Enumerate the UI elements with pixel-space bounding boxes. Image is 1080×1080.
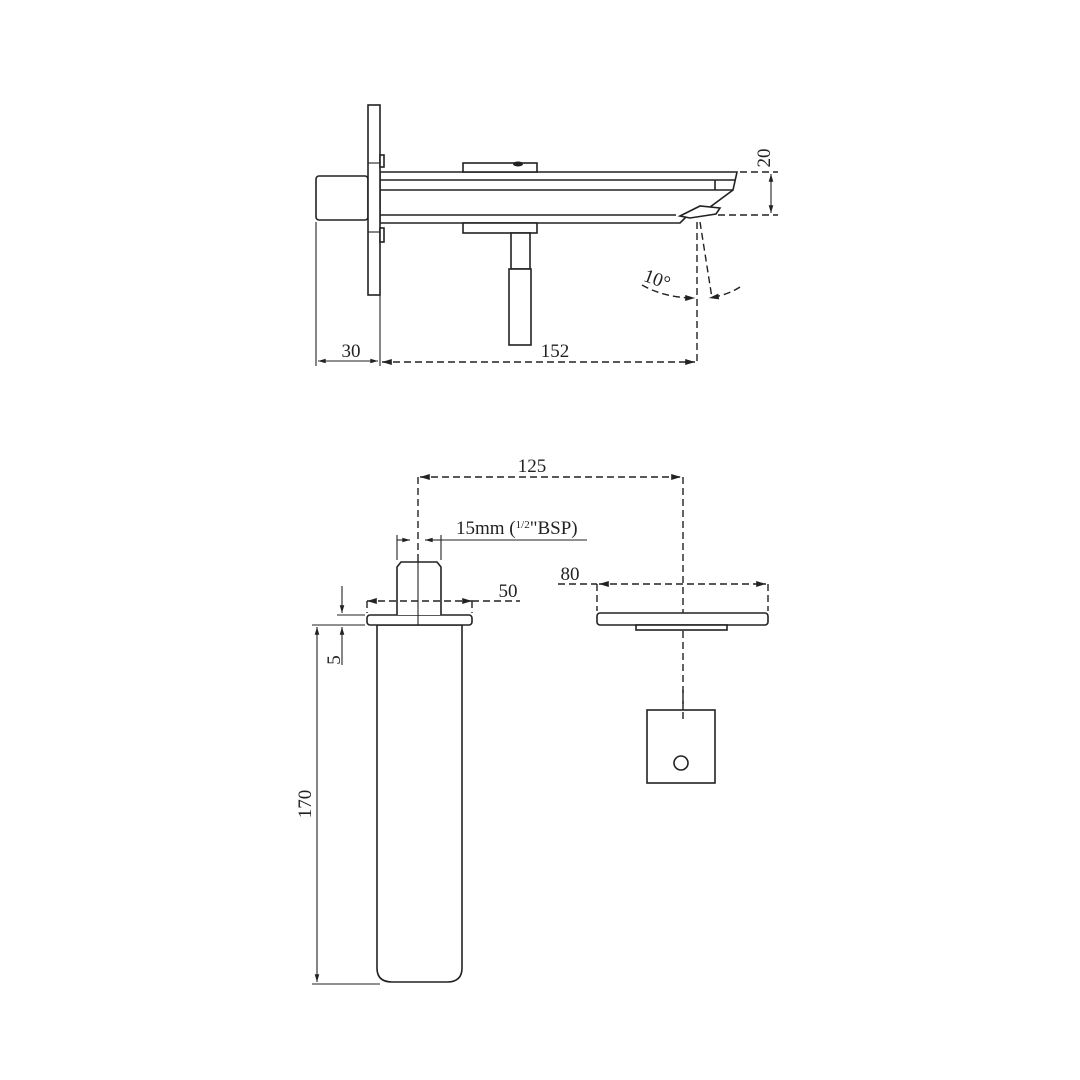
dimension-spout-height: 20 (718, 149, 778, 216)
dim-label-125: 125 (518, 456, 547, 477)
dim-label-20: 20 (754, 149, 775, 168)
dimension-handle-plate: 80 (558, 564, 769, 611)
dimension-inlet-depth: 30 (315, 222, 381, 366)
dim-label-50: 50 (499, 581, 518, 602)
dim-label-80: 80 (561, 564, 580, 585)
dim-label-152: 152 (541, 341, 570, 362)
side-view: 20 10° 30 152 (315, 104, 778, 366)
inlet-thread (396, 561, 442, 615)
dimension-flange-thickness: 5 (312, 586, 365, 665)
handle-lever (508, 268, 532, 346)
spout-flange (366, 614, 473, 626)
dimension-flange-width: 50 (366, 581, 520, 613)
dimension-spout-reach: 152 (382, 341, 695, 365)
dim-label-connection: 15mm (1/2"BSP) (456, 518, 578, 539)
dimension-spout-length: 170 (295, 626, 380, 985)
handle-plate (596, 612, 769, 626)
inlet-stub (315, 175, 369, 221)
dim-label-5: 5 (324, 655, 345, 665)
handle-underplate (635, 624, 728, 631)
dim-label-30: 30 (342, 341, 361, 362)
dimension-angle: 10° (641, 221, 741, 362)
handle-lever-front (646, 709, 716, 784)
wall-plate (367, 104, 381, 296)
dimension-connection: 15mm (1/2"BSP) (396, 518, 587, 560)
front-view: 125 15mm (1/2"BSP) 50 (295, 456, 769, 985)
handle-stem (510, 232, 531, 270)
indicator-dot (513, 161, 523, 167)
handle-cap-top (462, 162, 538, 173)
spout-body (379, 171, 738, 224)
dim-label-angle: 10° (641, 265, 673, 294)
handle-hole (673, 755, 689, 771)
aerator (677, 205, 722, 219)
handle-cap-bottom (462, 222, 538, 234)
dim-label-170: 170 (295, 790, 316, 819)
spout-outlet (376, 624, 463, 983)
